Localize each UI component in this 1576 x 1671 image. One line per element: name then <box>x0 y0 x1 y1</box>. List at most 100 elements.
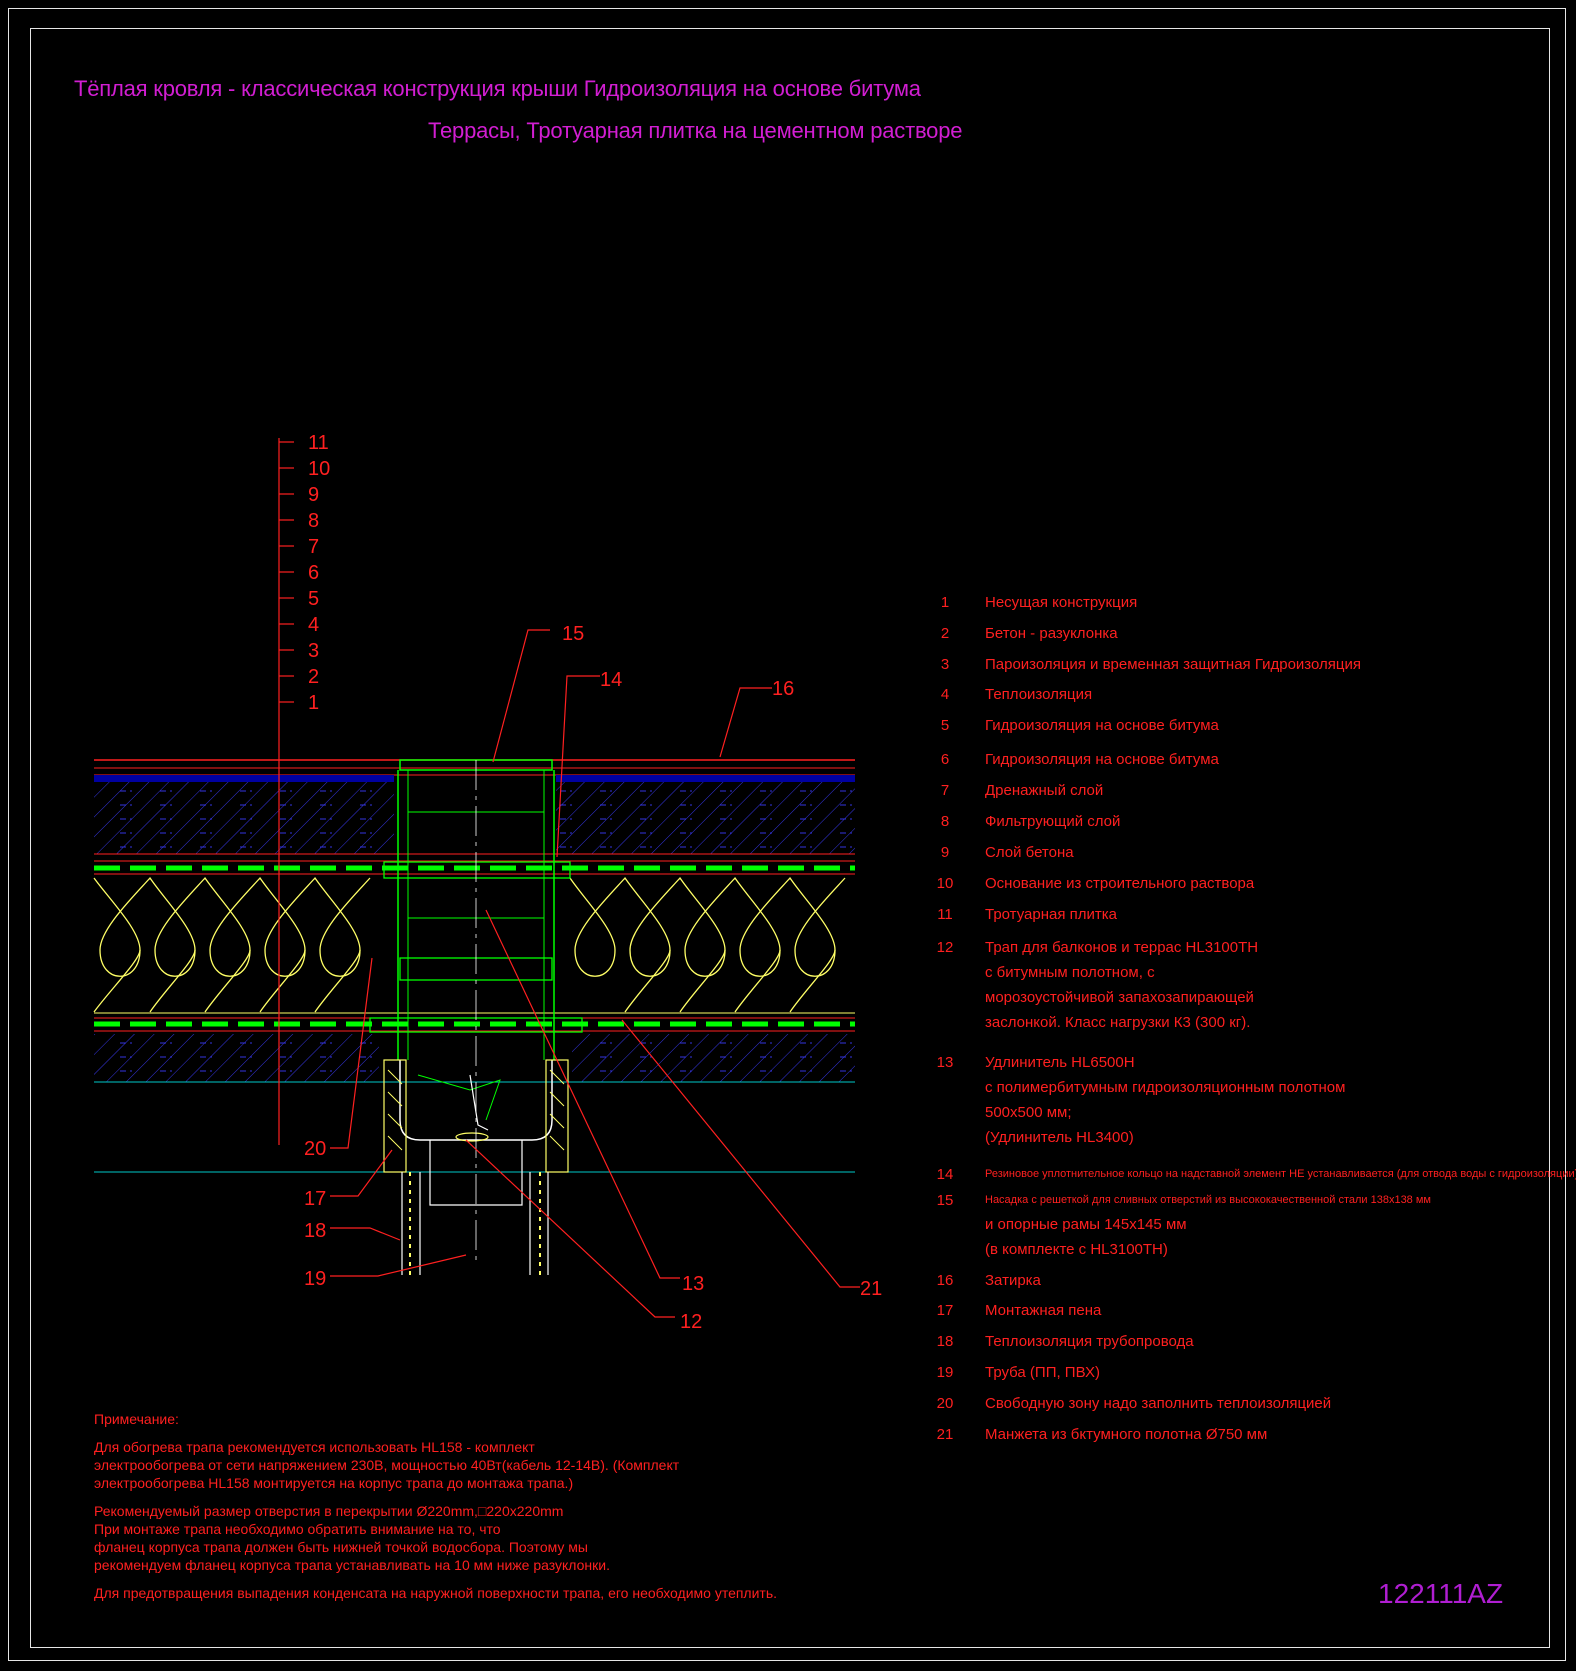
legend-text-line: Фильтрующий слой <box>985 813 1121 830</box>
legend-text-line: Теплоизоляция <box>985 686 1093 703</box>
legend-text-line: заслонкой. Класс нагрузки К3 (300 кг). <box>985 1014 1251 1031</box>
legend-number: 17 <box>936 1302 954 1319</box>
legend-text-line: Бетон - разуклонка <box>985 625 1118 642</box>
legend-number: 20 <box>936 1395 954 1412</box>
notes-line: электрообогрева от сети напряжением 230В… <box>94 1457 680 1473</box>
legend-text: Теплоизоляция <box>985 682 1092 707</box>
legend-text: Дренажный слой <box>985 778 1103 803</box>
scale-label: 7 <box>308 536 319 558</box>
legend-text-line: Слой бетона <box>985 844 1074 861</box>
legend-text-line: с полимербитумным гидроизоляционным поло… <box>985 1079 1346 1096</box>
notes-line: При монтаже трапа необходимо обратить вн… <box>94 1521 501 1537</box>
title-line-2: Террасы, Тротуарная плитка на цементном … <box>428 118 963 143</box>
callout-label: 21 <box>860 1278 882 1300</box>
legend-text: Резиновое уплотнительное кольцо на надст… <box>985 1162 1576 1187</box>
legend-text-line: Основание из строительного раствора <box>985 875 1255 892</box>
callout-label: 14 <box>600 669 622 691</box>
notes: Примечание: Для обогрева трапа рекоменду… <box>94 1410 777 1602</box>
legend-number: 12 <box>936 939 954 956</box>
notes-line: Рекомендуемый размер отверстия в перекры… <box>94 1503 564 1519</box>
legend-number: 19 <box>936 1364 954 1381</box>
legend-text-line: Свободную зону надо заполнить теплоизоля… <box>985 1395 1332 1412</box>
scale-label: 2 <box>308 666 319 688</box>
vapor-barrier-membrane <box>94 1017 855 1032</box>
legend-text-line: Теплоизоляция трубопровода <box>985 1333 1194 1350</box>
legend-text: и опорные рамы 145х145 мм (в комплекте с … <box>985 1212 1187 1262</box>
legend-text-line: Гидроизоляция на основе битума <box>985 751 1219 768</box>
notes-line: рекомендуем фланец корпуса трапа устанав… <box>94 1557 610 1573</box>
callout-label: 15 <box>562 623 584 645</box>
legend-text-line: Затирка <box>985 1272 1041 1289</box>
legend-text-line: Трап для балконов и террас HL3100TH <box>985 939 1259 956</box>
callout-label: 12 <box>680 1311 702 1333</box>
notes-line: Для предотвращения выпадения конденсата … <box>94 1585 778 1601</box>
scale-label: 10 <box>308 458 330 480</box>
legend-text-line: (Удлинитель HL3400) <box>985 1129 1134 1146</box>
legend-number: 6 <box>940 751 950 768</box>
callout-label: 13 <box>682 1273 704 1295</box>
legend-text-line: (в комплекте с HL3100TH) <box>985 1241 1168 1258</box>
scale-label: 4 <box>308 614 319 636</box>
legend-number: 9 <box>940 844 950 861</box>
legend-number: 16 <box>936 1272 954 1289</box>
legend-number: 2 <box>940 625 950 642</box>
callout-label: 19 <box>304 1268 326 1290</box>
legend-text-line: Удлинитель HL6500H <box>985 1054 1135 1071</box>
legend-text: Затирка <box>985 1268 1041 1293</box>
scale-label: 1 <box>308 692 319 714</box>
callout-label: 20 <box>304 1138 326 1160</box>
waterproofing-membrane-upper <box>94 865 855 875</box>
scale-label: 3 <box>308 640 319 662</box>
legend-number: 1 <box>940 594 950 611</box>
legend-number: 3 <box>940 656 950 673</box>
drawing-frame-outer <box>8 8 1566 1661</box>
drain-assembly <box>369 759 583 1265</box>
legend-text: Тротуарная плитка <box>985 902 1117 927</box>
legend-text-line: с битумным полотном, с <box>985 964 1155 981</box>
legend-text-line: Несущая конструкция <box>985 594 1138 611</box>
top-finish-layers <box>94 759 855 782</box>
legend-text: Свободную зону надо заполнить теплоизоля… <box>985 1391 1331 1416</box>
legend-text-line: 500х500 мм; <box>985 1104 1072 1121</box>
legend-text-line: Пароизоляция и временная защитная Гидрои… <box>985 656 1361 673</box>
legend-text: Пароизоляция и временная защитная Гидрои… <box>985 652 1361 677</box>
legend-text-line: морозоустойчивой запахозапирающей <box>985 989 1254 1006</box>
drawing-code: 122111AZ <box>1378 1578 1504 1609</box>
drawing-frame-inner <box>30 28 1550 1648</box>
scale-label: 6 <box>308 562 319 584</box>
legend-text: Гидроизоляция на основе битума <box>985 747 1219 772</box>
legend-text: Несущая конструкция <box>985 590 1137 615</box>
legend-text-line: Труба (ПП, ПВХ) <box>985 1364 1100 1381</box>
legend-text: Гидроизоляция на основе битума <box>985 713 1219 738</box>
scale-label: 9 <box>308 484 319 506</box>
scale-label: 8 <box>308 510 319 532</box>
legend-text: Манжета из бктумного полотна Ø750 мм <box>985 1422 1267 1447</box>
legend-text-line: Тротуарная плитка <box>985 906 1118 923</box>
legend-text-line: Гидроизоляция на основе битума <box>985 717 1219 734</box>
legend-text: Основание из строительного раствора <box>985 871 1254 896</box>
concrete-layer-upper <box>94 782 855 862</box>
legend-number: 7 <box>940 782 950 799</box>
legend-text-line: и опорные рамы 145х145 мм <box>985 1216 1187 1233</box>
legend-number: 11 <box>937 906 953 923</box>
legend-text-line: Монтажная пена <box>985 1302 1102 1319</box>
legend-text: Насадка с решеткой для сливных отверстий… <box>985 1188 1431 1213</box>
legend-number: 4 <box>940 686 950 703</box>
legend-text-line: Насадка с решеткой для сливных отверстий… <box>985 1194 1431 1206</box>
legend-text: Удлинитель HL6500H с полимербитумным гид… <box>985 1050 1345 1150</box>
legend-text: Монтажная пена <box>985 1298 1101 1323</box>
legend-text: Трап для балконов и террас HL3100TH с би… <box>985 935 1258 1035</box>
notes-line: фланец корпуса трапа должен быть нижней … <box>94 1539 588 1555</box>
legend-number: 5 <box>940 717 950 734</box>
legend-text: Бетон - разуклонка <box>985 621 1118 646</box>
legend-text-line: Резиновое уплотнительное кольцо на надст… <box>985 1168 1576 1180</box>
legend-number: 15 <box>936 1192 954 1209</box>
title-line-1: Тёплая кровля - классическая конструкция… <box>74 76 921 101</box>
legend-number: 13 <box>936 1054 954 1071</box>
legend-text: Теплоизоляция трубопровода <box>985 1329 1194 1354</box>
scale-label: 11 <box>308 432 329 454</box>
notes-paragraph-1: Для обогрева трапа рекомендуется использ… <box>94 1438 777 1492</box>
legend-text: Труба (ПП, ПВХ) <box>985 1360 1100 1385</box>
